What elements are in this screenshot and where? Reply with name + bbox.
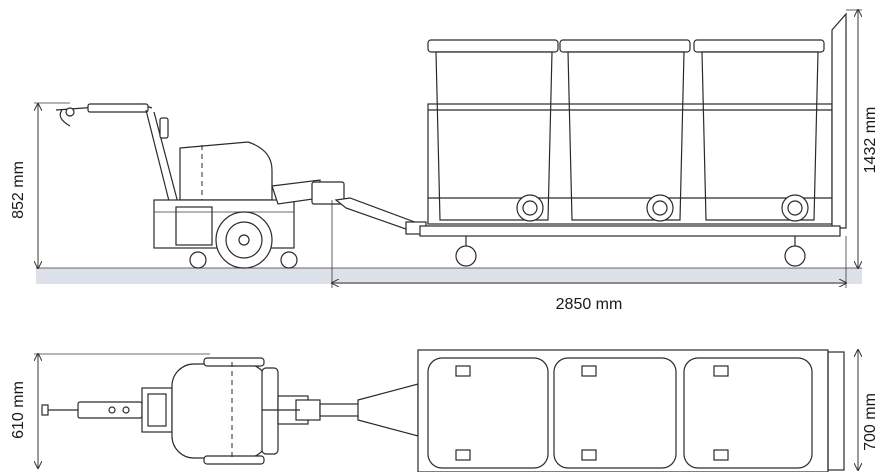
tow-bar-top: [319, 383, 419, 437]
cart-side-view: [419, 12, 847, 267]
label-total-length: 2850 mm: [556, 296, 623, 313]
bin-side-2: [559, 39, 691, 221]
dimension-tug-width: 610 mm: [10, 354, 210, 468]
bin-top-1: [427, 357, 549, 469]
ground-strip: [36, 268, 862, 284]
dimension-cart-width: 700 mm: [858, 350, 879, 470]
label-cart-height: 1432 mm: [862, 107, 879, 174]
label-tug-width: 610 mm: [10, 381, 27, 439]
label-cart-width: 700 mm: [862, 393, 879, 451]
bin-side-3: [693, 39, 825, 221]
label-tug-height: 852 mm: [10, 161, 27, 219]
bin-top-2: [553, 357, 677, 469]
tow-bar: [334, 197, 427, 235]
dimension-cart-height: 1432 mm: [846, 10, 879, 268]
tug-side-view: [55, 103, 345, 269]
bin-top-3: [683, 357, 813, 469]
cart-top-view: [417, 349, 845, 472]
dimension-tug-height: 852 mm: [10, 102, 70, 268]
bin-side-1: [427, 39, 559, 221]
dimension-total-length: 2850 mm: [332, 200, 846, 313]
tug-top-view: [41, 357, 321, 465]
